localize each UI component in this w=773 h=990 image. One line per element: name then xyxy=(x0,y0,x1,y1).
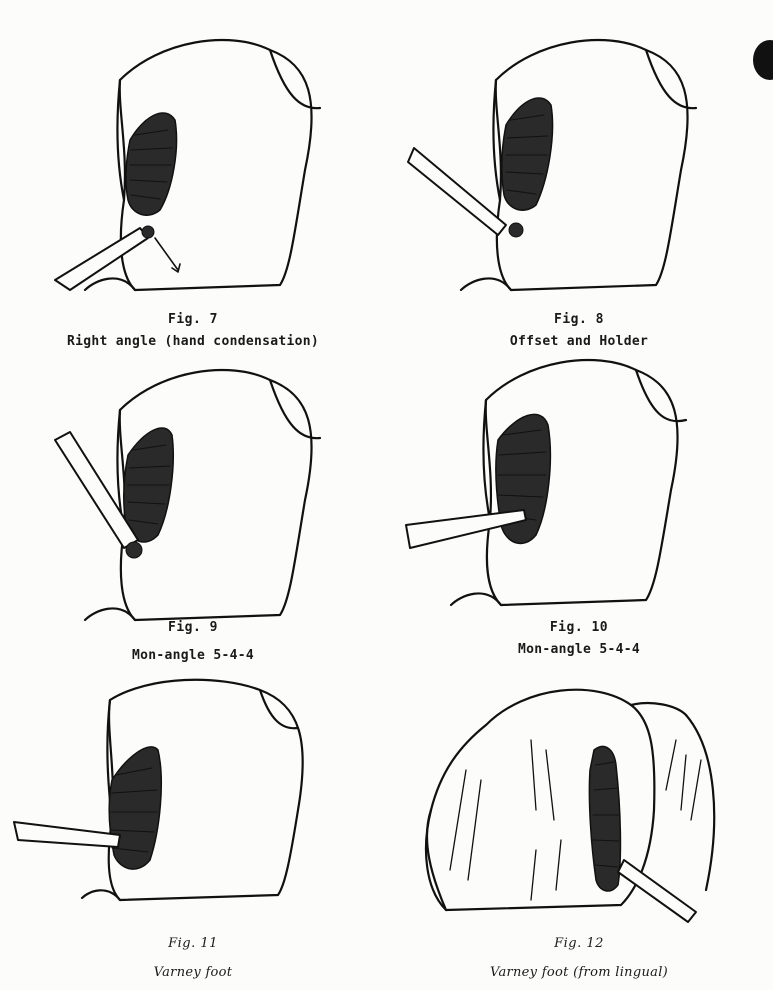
figure-9: Fig. 9 Mon-angle 5-4-4 xyxy=(0,330,386,663)
figure-7: Fig. 7 Right angle (hand condensation) xyxy=(0,0,386,349)
fig-10-label: Fig. 10 xyxy=(549,620,609,635)
figure-8: Fig. 8 Offset and Holder xyxy=(386,0,772,349)
fig-12-drawing xyxy=(424,688,716,923)
fig-8-drawing xyxy=(407,38,698,292)
page-edge-mark xyxy=(753,40,773,80)
fig-12-caption: Varney foot (from lingual) xyxy=(489,965,669,980)
fig-9-drawing xyxy=(54,368,322,622)
fig-11-label: Fig. 11 xyxy=(168,936,218,951)
fig-7-drawing xyxy=(54,38,322,292)
fig-12-label: Fig. 12 xyxy=(554,936,604,951)
fig-7-caption: Right angle (hand condensation) xyxy=(67,334,319,349)
fig-8-caption: Offset and Holder xyxy=(509,334,649,349)
figure-11: Fig. 11 Varney foot xyxy=(0,660,386,990)
fig-11-drawing xyxy=(13,678,304,902)
fig-10-caption: Mon-angle 5-4-4 xyxy=(518,642,640,657)
fig-8-label: Fig. 8 xyxy=(554,312,604,327)
fig-7-label: Fig. 7 xyxy=(168,312,218,327)
fig-10-drawing xyxy=(405,358,688,607)
fig-11-caption: Varney foot xyxy=(153,965,233,980)
fig-9-label: Fig. 9 xyxy=(168,620,218,635)
figure-10: Fig. 10 Mon-angle 5-4-4 xyxy=(386,330,772,660)
fig-9-caption: Mon-angle 5-4-4 xyxy=(132,648,254,663)
figure-12: Fig. 12 Varney foot (from lingual) xyxy=(386,660,772,990)
